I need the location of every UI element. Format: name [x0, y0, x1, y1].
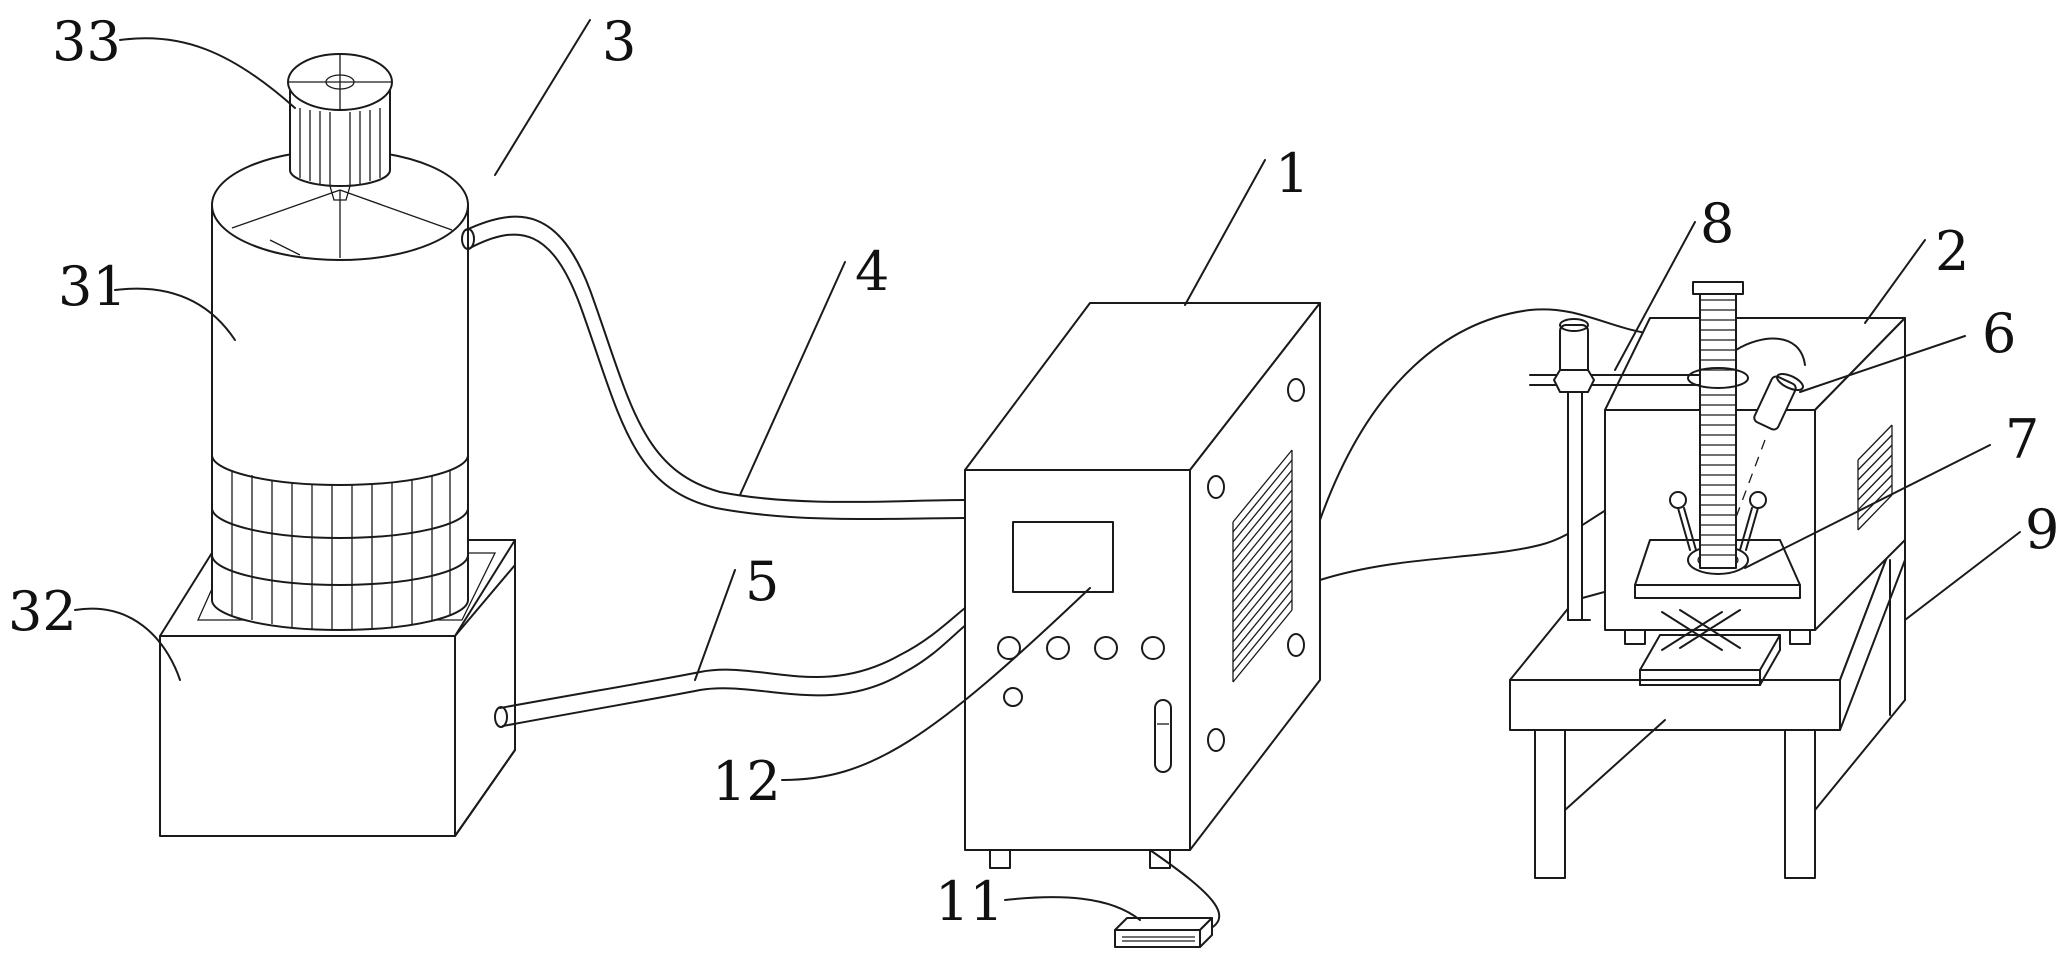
pedal-socket[interactable] [1003, 687, 1023, 707]
knob-2[interactable] [1046, 636, 1070, 660]
knob-1[interactable] [997, 636, 1021, 660]
leader-lines [74, 19, 2021, 921]
workstation-vent [1857, 424, 1893, 531]
label-2: 2 [1935, 220, 1969, 283]
label-12: 12 [712, 750, 781, 813]
level-gauge [1154, 699, 1172, 773]
reference-labels: 33 3 31 32 4 5 1 12 11 8 2 6 7 9 [8, 10, 2059, 933]
label-33: 33 [52, 10, 121, 73]
knob-4[interactable] [1141, 636, 1165, 660]
label-8: 8 [1700, 192, 1734, 255]
tank-31 [211, 149, 469, 631]
hose-5 [494, 607, 968, 728]
label-4: 4 [855, 240, 889, 303]
hose-3 [461, 215, 966, 521]
display-screen-12 [1012, 521, 1114, 593]
label-7: 7 [2005, 408, 2039, 471]
machine-1 [964, 302, 1321, 869]
label-32: 32 [8, 580, 77, 643]
label-11: 11 [935, 870, 1004, 933]
label-1: 1 [1275, 142, 1309, 205]
measuring-tube [1687, 281, 1749, 569]
foot-pedal-11[interactable] [1114, 917, 1213, 948]
label-9: 9 [2025, 498, 2059, 561]
label-5: 5 [745, 550, 779, 613]
clamp-arms [1669, 491, 1767, 551]
stand-8 [1529, 318, 1731, 621]
motor-33 [287, 53, 393, 201]
label-31: 31 [58, 255, 127, 318]
label-3: 3 [602, 10, 636, 73]
lift-platform [1639, 609, 1781, 686]
label-6: 6 [1982, 302, 2016, 365]
sensor-6 [1734, 337, 1806, 521]
knob-3[interactable] [1094, 636, 1118, 660]
side-vent [1232, 449, 1293, 683]
